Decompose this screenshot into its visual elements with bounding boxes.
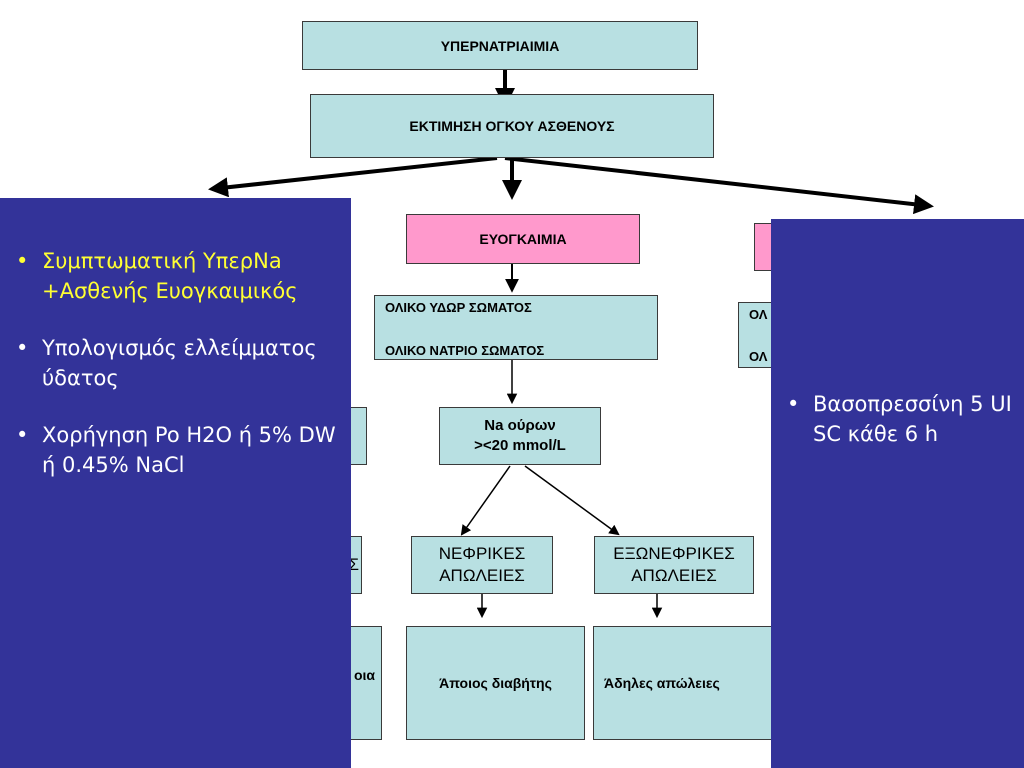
total-body-sodium-label: ΟΛΙΚΟ ΝΑΤΡΙΟ ΣΩΜΑΤΟΣ <box>385 343 545 358</box>
left-bullet-administration: Χορήγηση Po H2O ή 5% DW ή 0.45% NaCl <box>6 420 341 481</box>
right-panel-list: Βασοπρεσσίνη 5 UI SC κάθε 6 h <box>777 389 1014 450</box>
left-bullet-water-deficit: Υπολογισμός ελλείμματος ύδατος <box>6 333 341 394</box>
urine-sodium-line2: ><20 mmol/L <box>474 437 566 454</box>
total-body-water-label: ΟΛΙΚΟ ΥΔΩΡ ΣΩΜΑΤΟΣ <box>385 300 532 315</box>
left-info-panel: Συμπτωματική ΥπερNa +Ασθενής Ευογκαιμικό… <box>0 198 351 768</box>
body-water-sodium-box: ΟΛΙΚΟ ΥΔΩΡ ΣΩΜΑΤΟΣ ΟΛΙΚΟ ΝΑΤΡΙΟ ΣΩΜΑΤΟΣ <box>374 295 658 360</box>
partial-left-middle-label: Σ <box>348 555 359 575</box>
urine-sodium-line1: Na ούρων <box>484 416 556 434</box>
extrarenal-losses-line1: ΕΞΩΝΕΦΡΙΚΕΣ <box>613 543 735 563</box>
arrow-urine-to-extrarenal <box>524 465 620 536</box>
diabetes-insipidus-label: Άποιος διαβήτης <box>439 675 552 691</box>
renal-losses-line1: ΝΕΦΡΙΚΕΣ <box>438 543 526 563</box>
euvolemia-label: ΕΥΟΓΚΑΙΜΙΑ <box>479 231 567 247</box>
renal-losses-line2: ΑΠΩΛΕΙΕΣ <box>439 566 525 585</box>
partial-right-line2: ΟΛ <box>749 349 768 364</box>
partial-right-line1: ΟΛ <box>749 307 768 322</box>
urine-sodium-box: Na ούρων ><20 mmol/L <box>439 407 601 465</box>
extrarenal-losses-line2: ΑΠΩΛΕΙΕΣ <box>631 566 717 585</box>
euvolemia-box: ΕΥΟΓΚΑΙΜΙΑ <box>406 214 640 264</box>
diabetes-insipidus-box: Άποιος διαβήτης <box>406 626 585 740</box>
insensible-losses-box: Άδηλες απώλειες <box>593 626 772 740</box>
hypernatremia-box: ΥΠΕΡΝΑΤΡΙΑΙΜΙΑ <box>302 21 698 70</box>
right-bullet-vasopressin: Βασοπρεσσίνη 5 UI SC κάθε 6 h <box>777 389 1014 450</box>
right-info-panel: Βασοπρεσσίνη 5 UI SC κάθε 6 h <box>771 219 1024 768</box>
arrow-to-right-branch <box>504 156 934 215</box>
left-panel-list: Συμπτωματική ΥπερNa +Ασθενής Ευογκαιμικό… <box>6 246 341 481</box>
volume-assessment-box: ΕΚΤΙΜΗΣΗ ΟΓΚΟΥ ΑΣΘΕΝΟΥΣ <box>310 94 714 158</box>
volume-assessment-label: ΕΚΤΙΜΗΣΗ ΟΓΚΟΥ ΑΣΘΕΝΟΥΣ <box>409 118 615 134</box>
left-bullet-symptomatic: Συμπτωματική ΥπερNa +Ασθενής Ευογκαιμικό… <box>6 246 341 307</box>
insensible-losses-label: Άδηλες απώλειες <box>604 675 720 691</box>
arrow-urine-to-renal <box>460 465 511 536</box>
renal-losses-box: ΝΕΦΡΙΚΕΣ ΑΠΩΛΕΙΕΣ <box>411 536 553 594</box>
partial-left-bottom-label: οια <box>353 667 375 683</box>
arrow-to-left-branch <box>208 156 498 198</box>
extrarenal-losses-box: ΕΞΩΝΕΦΡΙΚΕΣ ΑΠΩΛΕΙΕΣ <box>594 536 754 594</box>
hypernatremia-label: ΥΠΕΡΝΑΤΡΙΑΙΜΙΑ <box>440 37 560 54</box>
